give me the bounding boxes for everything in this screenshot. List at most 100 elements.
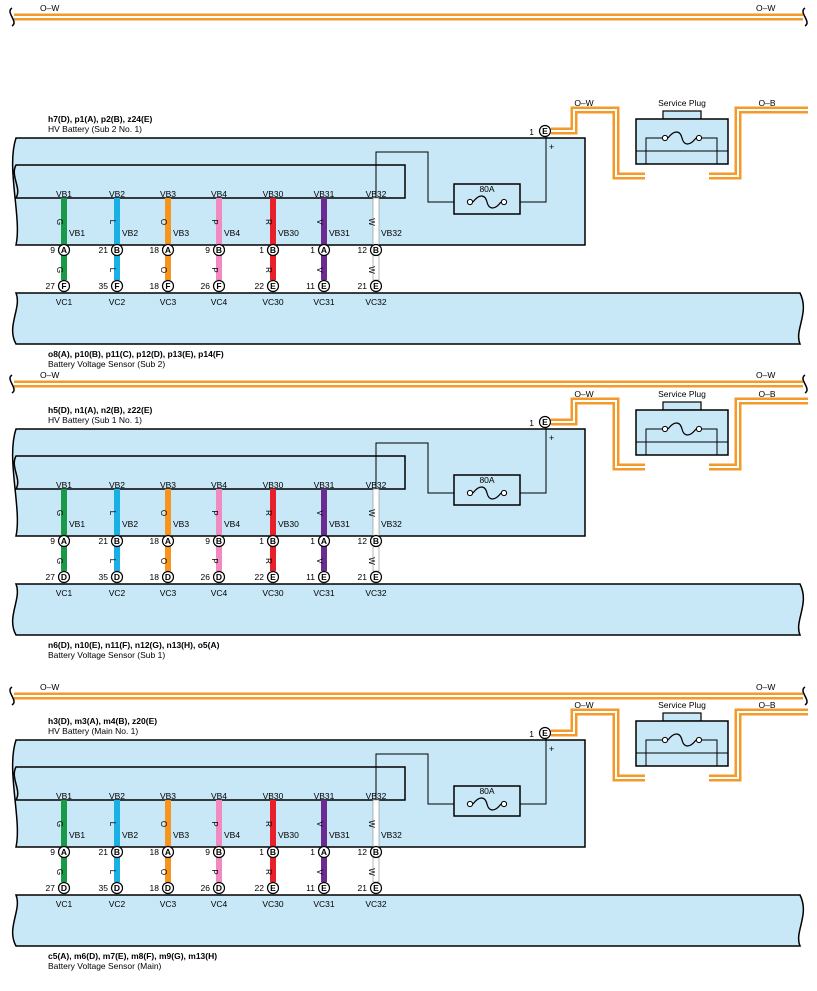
- wire-color-code: V: [315, 219, 324, 225]
- upper-pin-number: 1: [310, 245, 315, 255]
- svg-text:D: D: [114, 883, 120, 893]
- service-plug-label: Service Plug: [658, 700, 706, 710]
- wire-color-code: P: [210, 558, 219, 563]
- battery-name: HV Battery (Sub 1 No. 1): [48, 415, 142, 425]
- upper-pin-number: 9: [50, 847, 55, 857]
- wire-color-code: W: [367, 557, 376, 565]
- lower-pin-number: 18: [150, 572, 160, 582]
- wire-color-code: L: [108, 870, 117, 875]
- upper-pin-number: 1: [310, 536, 315, 546]
- vb-label: VB31: [314, 791, 335, 801]
- sensor-connector-codes: n6(D), n10(E), n11(F), n12(G), n13(H), o…: [48, 640, 220, 650]
- voltage-sensor-box: [11, 583, 805, 636]
- lower-pin-number: 21: [358, 883, 368, 893]
- wire-color-code: O: [159, 869, 168, 875]
- plug-harness-right: [709, 397, 808, 471]
- plus-sign: +: [549, 433, 554, 443]
- wire-upper: [114, 489, 120, 536]
- harness-label-right: O–W: [756, 682, 775, 692]
- wire-upper: [270, 800, 276, 847]
- svg-text:E: E: [321, 281, 327, 291]
- wire-color-code: L: [108, 220, 117, 225]
- upper-connector: A: [57, 845, 71, 859]
- plug-harness-right: [709, 106, 808, 180]
- lower-pin-number: 27: [46, 572, 56, 582]
- hv-terminal-connector: E: [538, 726, 552, 740]
- lower-pin-number: 21: [358, 572, 368, 582]
- plus-sign: +: [549, 744, 554, 754]
- vb-inner-label: VB3: [173, 830, 189, 840]
- svg-text:F: F: [114, 281, 119, 291]
- fuse-80a-box: [453, 183, 521, 215]
- vc-label: VC3: [160, 899, 177, 909]
- wire-lower: [321, 255, 327, 280]
- svg-text:E: E: [542, 126, 548, 136]
- plug-harness-left: [551, 106, 645, 180]
- upper-connector: B: [266, 534, 280, 548]
- vb-inner-label: VB30: [278, 830, 299, 840]
- voltage-sensor-box: [11, 292, 805, 345]
- svg-text:A: A: [165, 536, 171, 546]
- sensor-name: Battery Voltage Sensor (Sub 1): [48, 650, 165, 660]
- vb-label: VB31: [314, 189, 335, 199]
- upper-connector: B: [212, 243, 226, 257]
- svg-text:D: D: [61, 883, 67, 893]
- svg-text:A: A: [165, 245, 171, 255]
- wire-color-code: W: [367, 266, 376, 274]
- vb-inner-label: VB4: [224, 228, 240, 238]
- service-plug-cap: [662, 712, 702, 722]
- plus-sign: +: [549, 142, 554, 152]
- svg-text:E: E: [542, 728, 548, 738]
- upper-connector: B: [266, 845, 280, 859]
- battery-connector-codes: h5(D), n1(A), n2(B), z22(E): [48, 405, 153, 415]
- wire-lower: [270, 255, 276, 280]
- wire-upper: [270, 198, 276, 245]
- wire-color-code: W: [367, 820, 376, 828]
- wire-color-code: L: [108, 268, 117, 273]
- svg-text:B: B: [216, 245, 222, 255]
- upper-connector: A: [317, 243, 331, 257]
- lower-connector: E: [317, 570, 331, 584]
- vb-inner-label: VB3: [173, 228, 189, 238]
- vb-inner-label: VB31: [329, 519, 350, 529]
- svg-text:E: E: [373, 281, 379, 291]
- vc-label: VC4: [211, 297, 228, 307]
- svg-text:E: E: [373, 572, 379, 582]
- harness-label-left: O–W: [40, 370, 59, 380]
- lower-pin-number: 21: [358, 281, 368, 291]
- upper-connector: A: [317, 845, 331, 859]
- wire-color-code: R: [264, 869, 273, 875]
- plug-harness-label-left: O–W: [574, 700, 593, 710]
- wire-color-code: O: [159, 510, 168, 516]
- plug-harness-label-right: O–B: [758, 389, 775, 399]
- hv-terminal-pin: 1: [529, 418, 534, 428]
- wire-lower: [321, 546, 327, 571]
- wire-color-code: L: [108, 559, 117, 564]
- vb-inner-label: VB1: [69, 228, 85, 238]
- upper-pin-number: 21: [99, 245, 109, 255]
- internal-wire: [375, 753, 454, 805]
- vb-label: VB3: [160, 480, 176, 490]
- fuse-icon: [466, 797, 508, 811]
- internal-wire: [375, 442, 454, 494]
- lower-connector: D: [57, 881, 71, 895]
- plug-harness-label-left: O–W: [574, 98, 593, 108]
- svg-text:B: B: [114, 847, 120, 857]
- svg-text:E: E: [270, 281, 276, 291]
- upper-pin-number: 12: [358, 245, 368, 255]
- plug-harness-label-right: O–B: [758, 700, 775, 710]
- fuse-80a-label: 80A: [479, 786, 494, 796]
- wire-color-code: G: [55, 267, 64, 273]
- wire-lower: [114, 546, 120, 571]
- service-plug-label: Service Plug: [658, 389, 706, 399]
- upper-pin-number: 1: [259, 245, 264, 255]
- plug-harness-left: [551, 708, 645, 782]
- wire-color-code: G: [55, 219, 64, 225]
- lower-connector: D: [161, 881, 175, 895]
